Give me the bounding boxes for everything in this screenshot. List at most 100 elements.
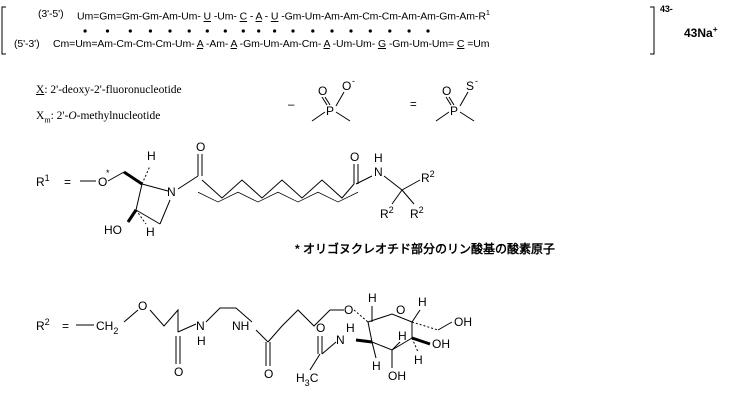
nucleotide-token: - bbox=[352, 38, 356, 50]
nucleotide-token: A bbox=[230, 38, 237, 50]
footnote: * オリゴヌクレオチド部分のリン酸基の酸素原子 bbox=[295, 242, 556, 256]
nucleotide-token: U bbox=[270, 10, 279, 23]
nucleotide-token: - bbox=[301, 10, 305, 23]
svg-text:P: P bbox=[326, 104, 334, 118]
svg-text:OH: OH bbox=[388, 369, 406, 383]
r1-amide-nh: N bbox=[374, 165, 383, 179]
nucleotide-token: Cm bbox=[135, 38, 153, 50]
pair-dot bbox=[105, 29, 110, 33]
svg-text:H: H bbox=[146, 225, 155, 239]
svg-text:O: O bbox=[342, 79, 351, 93]
svg-text:O: O bbox=[318, 84, 327, 98]
nucleotide-token: - bbox=[278, 10, 285, 23]
nucleotide-token: Um bbox=[355, 38, 372, 50]
nucleotide-token: - bbox=[211, 10, 218, 23]
nucleotide-token: - bbox=[261, 10, 271, 23]
legend-fluoro: X: 2'-deoxy-2'-fluoronucleotide bbox=[36, 84, 182, 96]
svg-text:S: S bbox=[466, 79, 474, 93]
nucleotide-token: - bbox=[112, 38, 117, 50]
nucleotide-token: Am bbox=[420, 10, 436, 23]
nucleotide-token: Um bbox=[75, 38, 92, 50]
pair-dot bbox=[128, 29, 132, 33]
r2-amide-2: NH bbox=[232, 319, 249, 333]
nucleotide-token: - bbox=[386, 38, 393, 50]
svg-text:H: H bbox=[372, 359, 381, 373]
nucleotide-token: Am bbox=[162, 10, 178, 23]
r1-r2-b: R2 bbox=[380, 205, 394, 221]
svg-text:OH: OH bbox=[454, 315, 472, 329]
nucleotide-token: Gm bbox=[392, 38, 409, 50]
nucleotide-token: Am bbox=[324, 10, 340, 23]
nucleotide-token: - bbox=[197, 10, 204, 23]
r2-structure: R2 = CH2 O O N H NH O O O H H OH H OH OH… bbox=[36, 291, 472, 388]
nucleotide-token: - bbox=[455, 10, 460, 23]
nucleotide-token: - bbox=[191, 38, 197, 50]
r2-methyl: H3C bbox=[296, 371, 319, 388]
svg-text:OH: OH bbox=[432, 337, 450, 351]
svg-text:H: H bbox=[398, 329, 407, 343]
nucleotide-token: Cm bbox=[116, 38, 133, 50]
nucleotide-token: - bbox=[236, 38, 244, 50]
pair-dot bbox=[223, 29, 227, 33]
nucleotide-token: Um bbox=[304, 10, 321, 23]
pair-dot bbox=[148, 29, 152, 33]
pyrrolidine-ring: N H HO H bbox=[104, 149, 176, 239]
nucleotide-token: Um bbox=[473, 38, 490, 50]
svg-text:O: O bbox=[174, 365, 183, 379]
nucleotide-token: = bbox=[464, 38, 474, 50]
nucleotide-token: C bbox=[456, 38, 465, 50]
svg-text:-: - bbox=[352, 76, 355, 86]
nucleotide-token: Am bbox=[343, 10, 359, 23]
nucleotide-token: Um bbox=[263, 38, 280, 50]
nucleotide-token: C bbox=[239, 10, 248, 23]
nucleotide-token: A bbox=[196, 38, 204, 50]
pair-dot bbox=[426, 29, 430, 33]
nucleotide-token: A bbox=[255, 10, 262, 23]
r1-hydroxyl: HO bbox=[104, 223, 122, 237]
pair-dot bbox=[168, 29, 172, 33]
pair-dot bbox=[330, 29, 334, 33]
svg-text:O: O bbox=[264, 367, 273, 381]
nucleotide-token: - bbox=[152, 38, 156, 50]
nucleotide-token: Um bbox=[181, 10, 198, 23]
pair-dot bbox=[407, 29, 411, 33]
r2-glycoside-oxygen: O bbox=[344, 303, 353, 317]
nucleotide-token: - bbox=[132, 38, 136, 50]
svg-text:H: H bbox=[197, 334, 206, 348]
nucleotide-token: - bbox=[224, 38, 231, 50]
counterion-label: 43Na+ bbox=[684, 24, 718, 40]
pair-dot bbox=[241, 29, 245, 33]
nucleotide-token: Am bbox=[209, 38, 225, 50]
strand2-direction: (5'-3') bbox=[14, 38, 40, 50]
nucleotide-token: - bbox=[233, 10, 240, 23]
nucleotide-token: Cm bbox=[53, 38, 70, 50]
chain-zigzag bbox=[201, 179, 355, 199]
r1-r2-a: R2 bbox=[421, 169, 435, 185]
svg-text:H: H bbox=[418, 295, 427, 309]
nucleotide-token: U bbox=[203, 10, 212, 23]
svg-text:H: H bbox=[346, 321, 355, 335]
nucleotide-token: Gm bbox=[121, 10, 139, 23]
nucleotide-token: Um bbox=[77, 10, 94, 23]
r1-r2-c: R2 bbox=[410, 205, 424, 221]
svg-text:O: O bbox=[138, 299, 147, 313]
nucleotide-token: Cm bbox=[301, 38, 318, 50]
r1-superscript: 1 bbox=[485, 8, 490, 17]
nucleotide-token: - bbox=[435, 10, 440, 23]
r1-label: R1 bbox=[36, 173, 50, 189]
nucleotide-token: Um bbox=[412, 38, 429, 50]
nucleotide-token: R bbox=[478, 10, 486, 23]
nucleotide-token: Gm bbox=[142, 10, 159, 23]
nucleotide-token: Am bbox=[459, 10, 475, 23]
legend-fluoro-desc: : 2'-deoxy-2'-fluoronucleotide bbox=[44, 84, 182, 96]
nucleotide-token: G bbox=[377, 38, 387, 50]
nucleotide-token: A bbox=[323, 38, 330, 50]
nucleotide-token: - bbox=[171, 38, 176, 50]
duplex-brackets bbox=[1, 6, 655, 55]
nucleotide-token: - bbox=[259, 38, 264, 50]
nucleotide-token: Am bbox=[401, 10, 417, 23]
nucleotide-token: - bbox=[279, 38, 283, 50]
svg-text:O: O bbox=[196, 140, 205, 154]
nucleotide-token: Gm bbox=[439, 10, 456, 23]
pair-dot bbox=[368, 29, 372, 33]
